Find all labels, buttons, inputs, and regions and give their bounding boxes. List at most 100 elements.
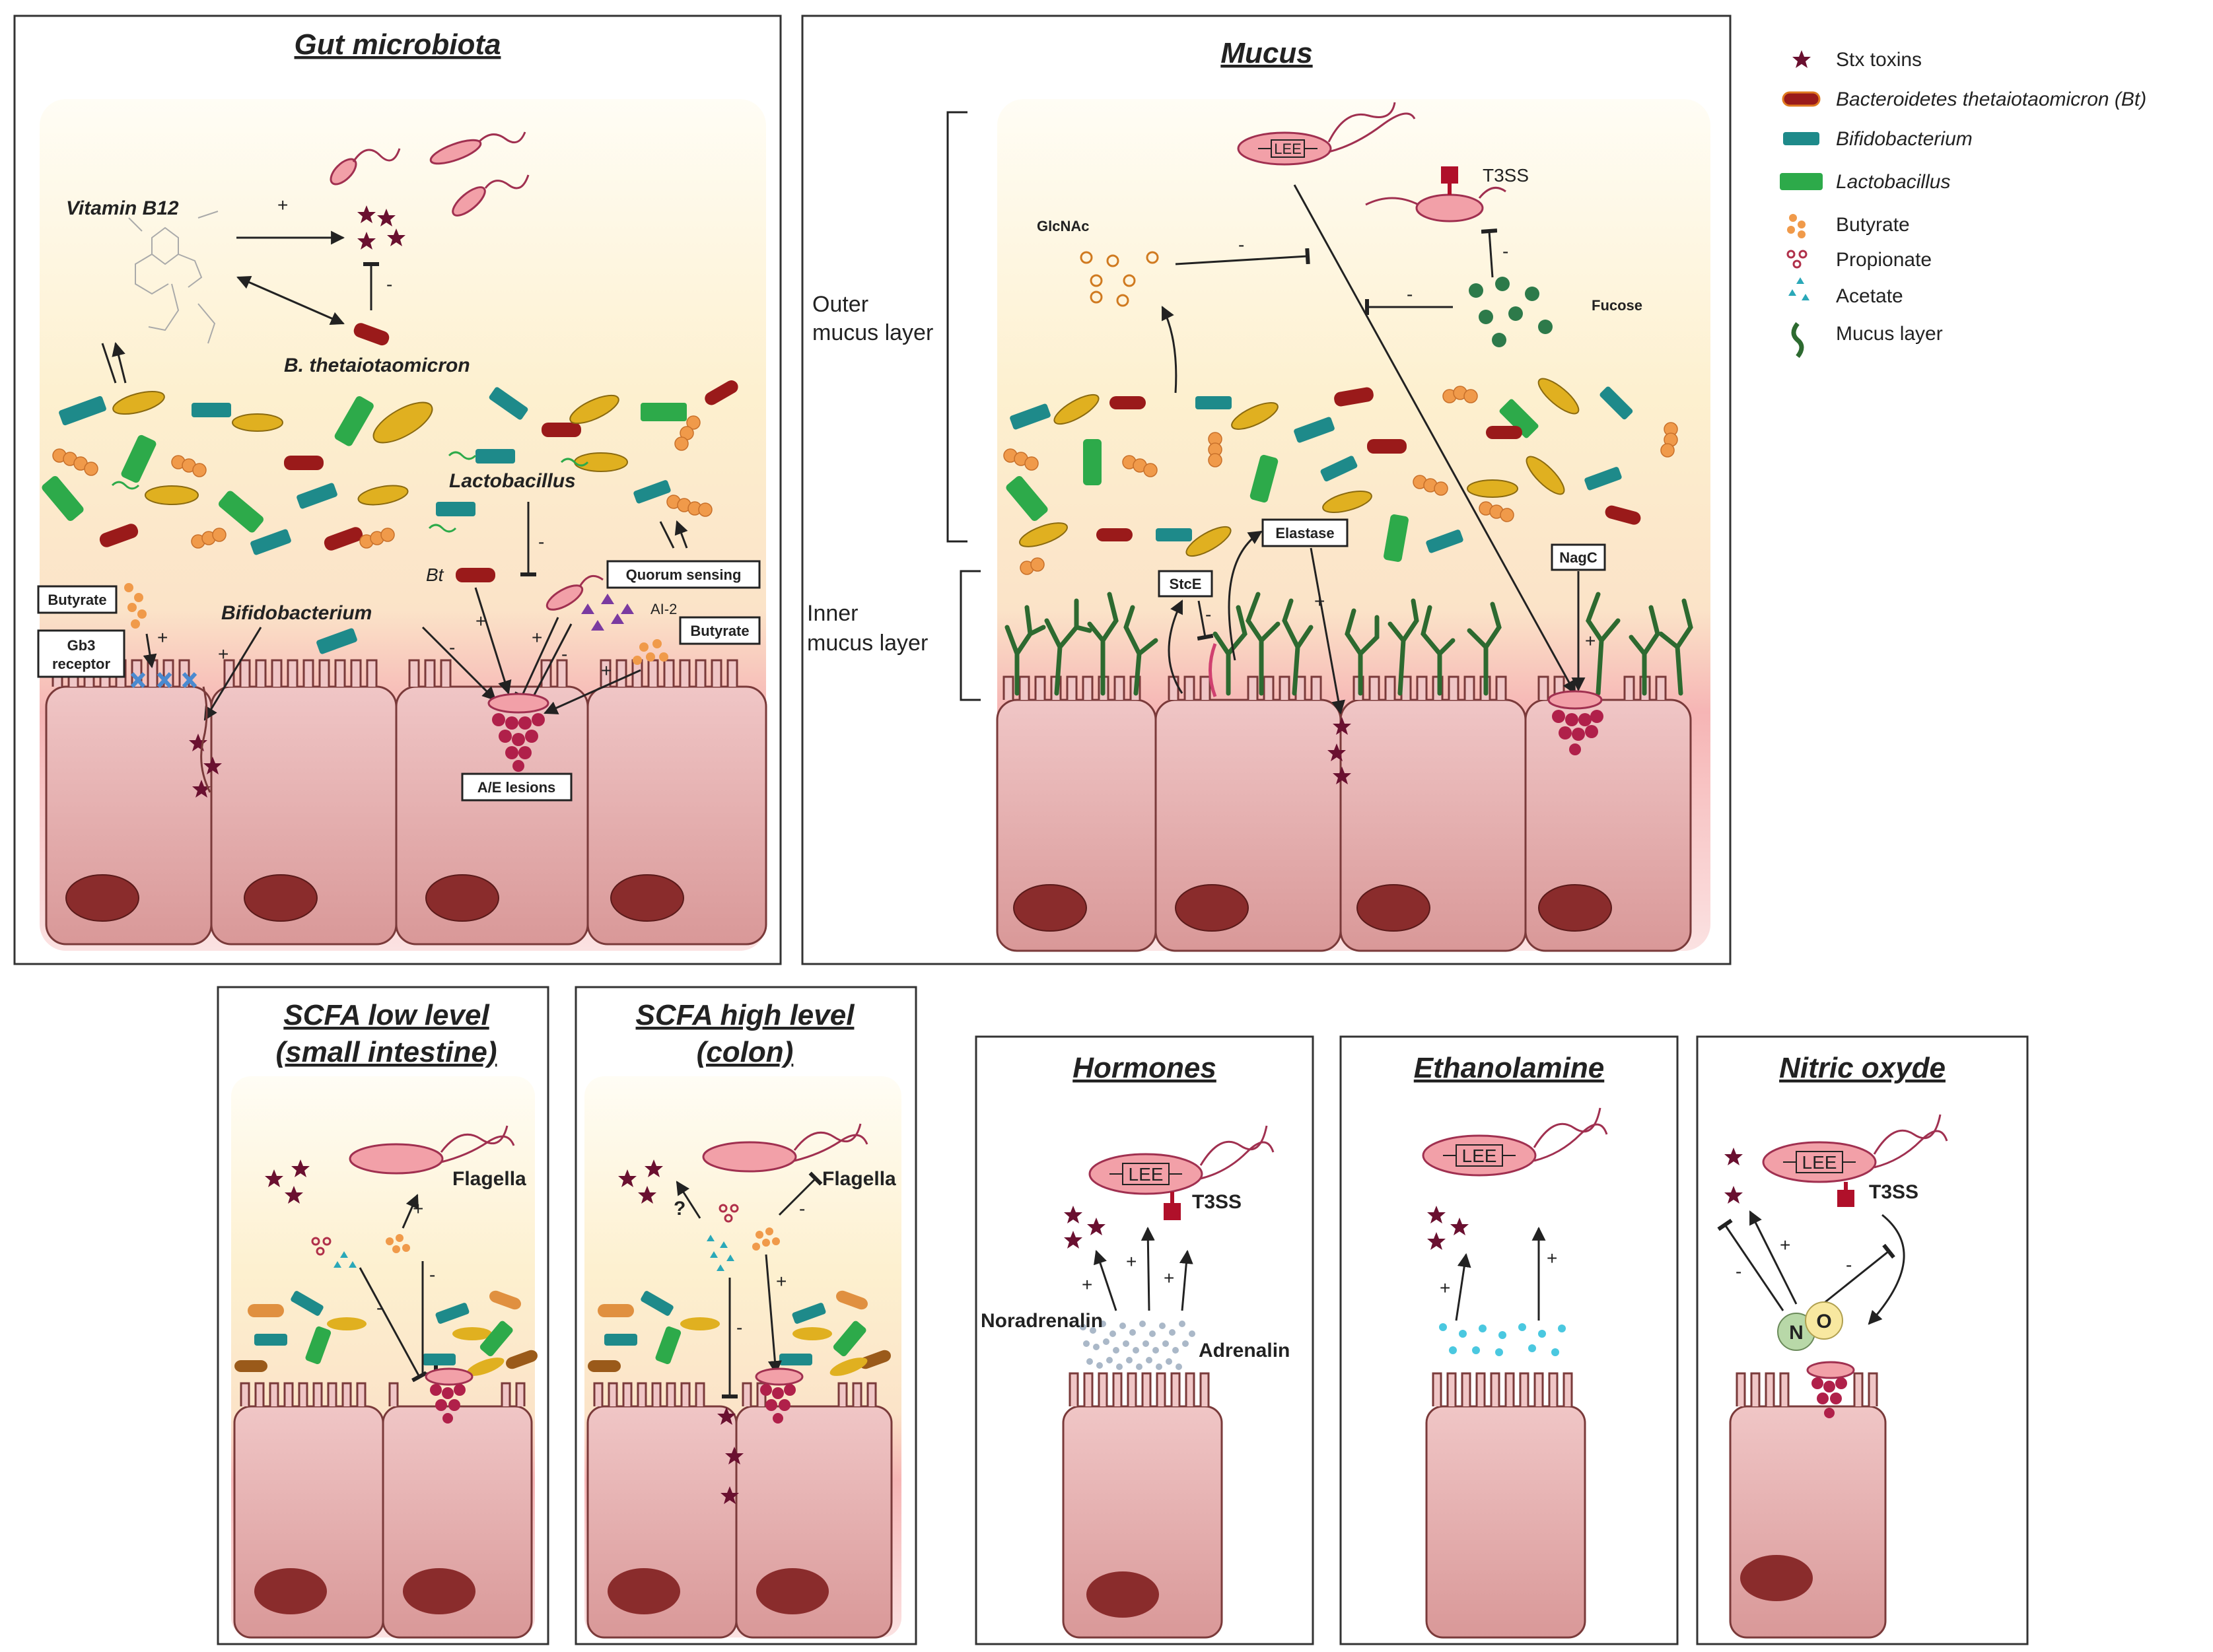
gut-microbiota-title: Gut microbiota — [295, 28, 501, 61]
plus-sign: + — [601, 660, 612, 681]
noradrenalin-label: Noradrenalin — [981, 1310, 1103, 1332]
panel-scfa-low: SCFA low level (small intestine) — [217, 986, 549, 1645]
inner-mucus-strands — [1004, 592, 1693, 696]
nitric-toxins — [1724, 1148, 1743, 1204]
scfa-low-microvilli — [240, 1382, 526, 1406]
panel-nitric-oxyde: Nitric oxyde LEE T3SS - + - N O — [1696, 1035, 2029, 1645]
t3ss-label: T3SS — [1483, 165, 1529, 186]
scfa-high-microbes — [588, 1290, 891, 1376]
ae-lesions-label: A/E lesions — [477, 779, 556, 796]
legend-label-5: Propionate — [1836, 249, 1932, 271]
hormones-microvilli — [1069, 1372, 1210, 1406]
gut-butyrate-chains — [52, 415, 713, 549]
oxygen-atom-icon — [1805, 1301, 1843, 1340]
gut-nuclei — [65, 874, 684, 922]
scfa-high-title-line1: SCFA high level — [636, 999, 855, 1031]
mucus-butyrate-chains — [1003, 386, 1678, 575]
bt-capsule-icon — [456, 568, 495, 582]
gb3-receptor-icon — [130, 671, 197, 689]
plus-sign: + — [1126, 1251, 1137, 1272]
elastase-label: Elastase — [1275, 525, 1334, 541]
vitamin-b12-label: Vitamin B12 — [66, 197, 179, 219]
ethanolamine-microvilli — [1432, 1372, 1573, 1406]
glcnac-label: GlcNAc — [1037, 218, 1089, 234]
ethanolamine-toxins — [1427, 1206, 1469, 1250]
stce-label: StcE — [1170, 576, 1202, 592]
hormones-title: Hormones — [1072, 1052, 1216, 1084]
plus-sign: + — [532, 627, 542, 648]
minus-sign: - — [799, 1198, 805, 1219]
inner-mucus-line2: mucus layer — [807, 631, 928, 656]
gut-microvilli — [52, 659, 738, 687]
bifido-icon — [316, 628, 357, 654]
ethanolamine-molecules-icon — [1439, 1323, 1566, 1356]
butyrate-dots-left — [124, 583, 147, 629]
mucus-nuclei — [1013, 884, 1612, 932]
scfa-high-bacterium — [702, 1123, 868, 1173]
ai2-label: AI-2 — [650, 601, 677, 617]
mucus-lee-bacterium: LEE — [1237, 102, 1416, 166]
panel-gut-microbiota: Gut microbiota — [13, 15, 782, 965]
butyrate-left-label: Butyrate — [48, 592, 106, 608]
legend-label-7: Mucus layer — [1836, 323, 1943, 345]
gut-bacterium-near-quorum — [545, 574, 604, 611]
bt-capsule-icon — [1782, 91, 1821, 107]
ai2-triangles — [581, 594, 634, 631]
mucus-ae-lesion-icon — [1547, 690, 1603, 755]
plus-sign: + — [1440, 1278, 1450, 1298]
plus-sign: + — [1780, 1235, 1790, 1255]
nitric-microvilli — [1736, 1372, 1878, 1406]
bt-label: Bt — [426, 565, 444, 585]
fucose-molecules-icon — [1469, 277, 1553, 347]
legend-label-4: Butyrate — [1836, 214, 1910, 236]
scfa-high-nuclei — [608, 1568, 829, 1614]
gut-pathogen-bacteria — [330, 131, 530, 217]
mucus-strand-icon — [1791, 322, 1804, 359]
nitric-nucleus — [1740, 1555, 1813, 1601]
plus-sign: + — [277, 195, 288, 215]
mucus-microbe-cluster — [1006, 378, 1641, 562]
minus-sign: - — [736, 1317, 742, 1338]
glcnac-molecules-icon — [1080, 251, 1159, 307]
scfa-high-flagella-label: Flagella — [822, 1168, 896, 1190]
nitric-title: Nitric oxyde — [1779, 1052, 1946, 1084]
minus-sign: - — [1238, 234, 1244, 255]
plus-sign: + — [218, 644, 228, 664]
outer-mucus-line1: Outer — [812, 292, 868, 317]
gut-mucus-squiggles — [111, 451, 589, 533]
ethanolamine-title: Ethanolamine — [1414, 1052, 1605, 1084]
panel-scfa-high: SCFA high level (colon) — [575, 986, 917, 1645]
minus-sign: - — [429, 1264, 435, 1285]
mucus-microvilli — [1002, 675, 1667, 700]
ethanolamine-cell — [1425, 1405, 1586, 1639]
legend-label-0: Stx toxins — [1836, 49, 1922, 71]
legend-label-1: Bacteroidetes thetaiotaomicron (Bt) — [1836, 88, 2146, 110]
mucus-t3ss-bacterium: T3SS — [1365, 165, 1529, 223]
scfa-high-microvilli — [593, 1382, 877, 1406]
plus-sign: + — [475, 611, 486, 631]
scfa-low-title-line2: (small intestine) — [276, 1036, 497, 1068]
gb3-label-line2: receptor — [52, 656, 110, 672]
lacto-rod-icon — [1780, 173, 1823, 190]
hormone-particles-icon — [1080, 1321, 1195, 1370]
hormones-nucleus — [1086, 1571, 1159, 1618]
plus-sign: + — [776, 1271, 787, 1291]
lactobacillus-label: Lactobacillus — [449, 470, 576, 492]
scfa-high-ae-lesion-icon — [755, 1367, 804, 1424]
bifidobacterium-label: Bifidobacterium — [221, 602, 372, 624]
minus-sign: - — [1205, 604, 1211, 625]
minus-sign: - — [1736, 1261, 1741, 1282]
minus-sign: - — [376, 1297, 382, 1318]
vitamin-b12-molecule-icon — [128, 211, 219, 344]
legend-label-2: Bifidobacterium — [1836, 128, 1973, 150]
o-label: O — [1816, 1311, 1831, 1332]
nitric-t3ss-label: T3SS — [1869, 1181, 1918, 1203]
nagc-label: NagC — [1559, 549, 1598, 566]
b-theta-icon — [353, 323, 390, 346]
ae-lesion-icon — [487, 693, 549, 772]
minus-sign: - — [1846, 1255, 1852, 1275]
minus-sign: - — [1502, 241, 1508, 261]
nitric-lee-label: LEE — [1802, 1152, 1837, 1173]
legend-label-6: Acetate — [1836, 285, 1903, 307]
scfa-low-title-line1: SCFA low level — [283, 999, 489, 1031]
